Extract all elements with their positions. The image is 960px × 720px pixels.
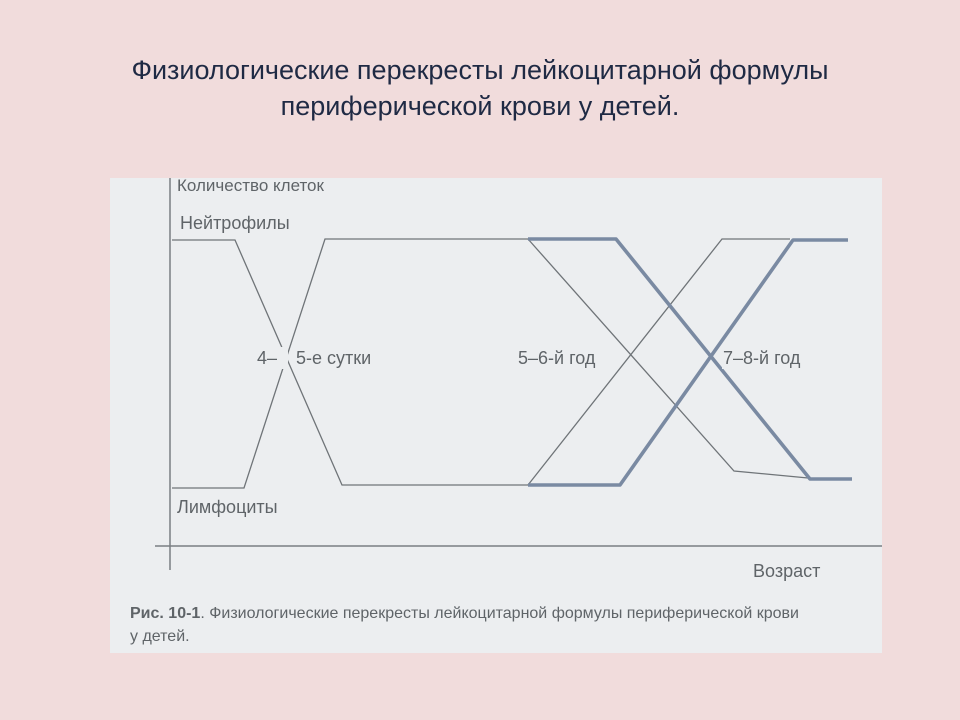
figure-caption-line-1: Рис. 10-1. Физиологические перекресты ле…	[130, 605, 799, 622]
crossing-3-label-bg	[722, 347, 820, 369]
slide-title-line-1: Физиологические перекресты лейкоцитарной…	[131, 55, 829, 85]
slide-title-line-2: периферической крови у детей.	[280, 91, 680, 121]
caption-line-1-rest: . Физиологические перекресты лейкоцитарн…	[200, 605, 799, 622]
neutrophils-line-1	[172, 239, 528, 486]
figure-caption-line-2: у детей.	[130, 628, 190, 645]
neutrophils-thick-line	[528, 237, 852, 481]
crossing-1-label-right: 5-е сутки	[296, 348, 371, 368]
crossing-2-label-bg	[517, 347, 615, 369]
caption-prefix: Рис. 10-1	[130, 605, 200, 622]
crossing-3-label: 7–8-й год	[723, 348, 801, 368]
crossing-1-label-bg-b	[296, 347, 388, 369]
lymphocytes-line-2	[527, 238, 790, 486]
lymphocytes-label: Лимфоциты	[177, 497, 278, 517]
crossing-1-label-bg-a	[256, 347, 288, 369]
neutrophils-label: Нейтрофилы	[180, 213, 290, 233]
lymphocytes-thick-line	[528, 238, 848, 487]
x-axis-label: Возраст	[753, 561, 820, 581]
crossing-1-label-left: 4–	[257, 348, 277, 368]
slide-title: Физиологические перекресты лейкоцитарной…	[40, 52, 920, 124]
diagram-svg: Количество клеток Нейтрофилы Лимфоциты В…	[130, 178, 882, 645]
crossing-2-label: 5–6-й год	[518, 348, 596, 368]
leukocyte-crossover-figure: Количество клеток Нейтрофилы Лимфоциты В…	[110, 178, 882, 653]
neutrophils-line-2	[527, 238, 809, 479]
y-axis-label: Количество клеток	[177, 178, 325, 195]
